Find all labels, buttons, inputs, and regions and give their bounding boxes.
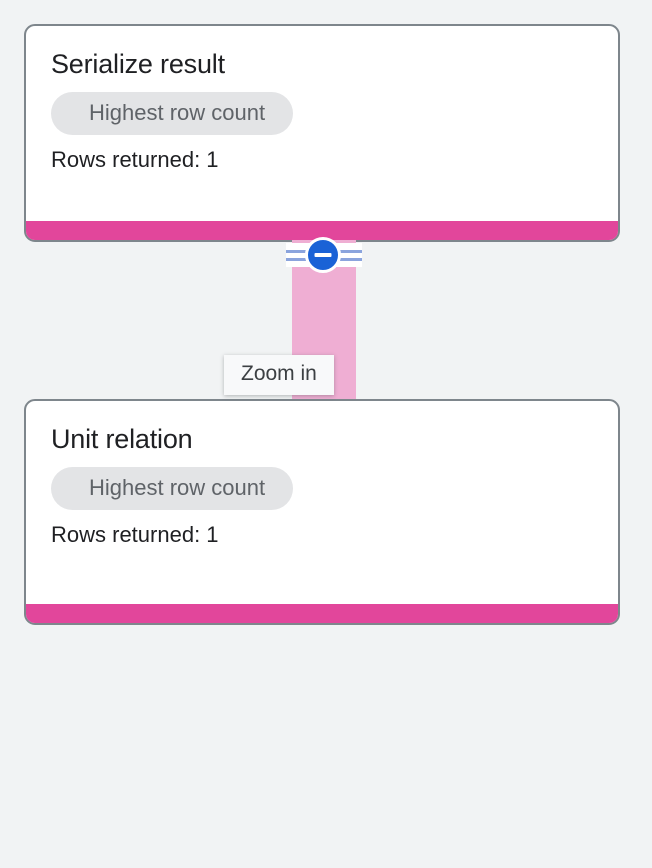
node-footer-accent bbox=[26, 221, 618, 240]
minus-glyph bbox=[314, 253, 332, 257]
node-title: Serialize result bbox=[51, 49, 225, 79]
tooltip-zoom-in: Zoom in bbox=[224, 355, 334, 395]
node-rows-returned: Rows returned: 1 bbox=[51, 522, 219, 547]
node-badge-highest-row-count: Highest row count bbox=[51, 92, 294, 135]
node-unit-relation[interactable]: Unit relation Highest row count Rows ret… bbox=[24, 399, 620, 625]
node-serialize-result[interactable]: Serialize result Highest row count Rows … bbox=[24, 24, 620, 242]
node-body: Serialize result Highest row count Rows … bbox=[26, 26, 618, 221]
node-badge-highest-row-count: Highest row count bbox=[51, 467, 294, 510]
node-rows-returned: Rows returned: 1 bbox=[51, 147, 219, 172]
node-title: Unit relation bbox=[51, 424, 193, 454]
node-footer-accent bbox=[26, 604, 618, 623]
node-body: Unit relation Highest row count Rows ret… bbox=[26, 401, 618, 604]
minus-circle-icon[interactable] bbox=[305, 237, 341, 273]
